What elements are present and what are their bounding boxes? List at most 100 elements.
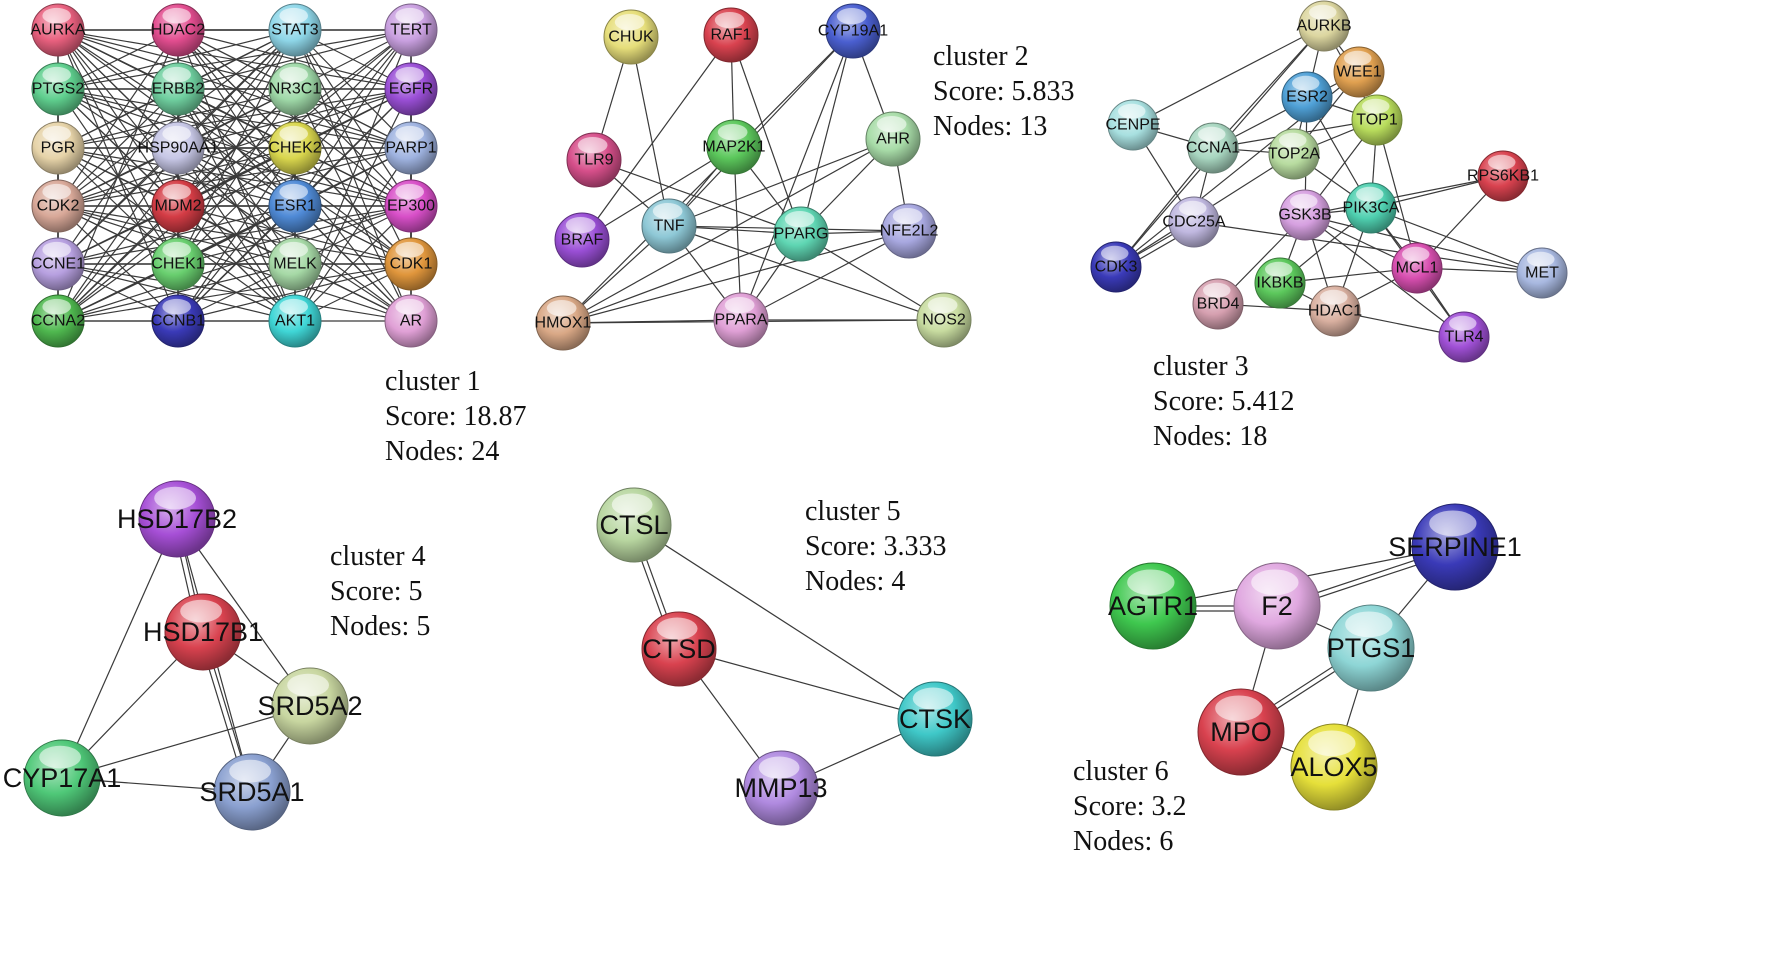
cluster-1-node-ccne1: CCNE1 [31, 237, 85, 291]
node-label: RAF1 [711, 27, 752, 44]
node-highlight [876, 116, 907, 133]
cluster-1-edge-EGFR-AKT1 [294, 88, 412, 322]
node-highlight [784, 211, 815, 228]
node-highlight [42, 298, 71, 315]
cluster-4-node-hsd17b1: HSD17B1 [143, 593, 263, 671]
cluster-1-node-aurka: AURKA [30, 3, 86, 57]
node-label: NFE2L2 [880, 223, 939, 240]
node-highlight [1279, 132, 1307, 148]
node-highlight [1356, 186, 1384, 202]
node-highlight [1179, 200, 1207, 216]
node-highlight [836, 8, 867, 25]
cluster-1-node-chek1: CHEK1 [151, 237, 205, 291]
node-highlight [162, 183, 191, 200]
cluster-1-node-mdm2: MDM2 [151, 179, 205, 233]
node-highlight [279, 125, 309, 142]
cluster-3-node-ikbkb: IKBKB [1254, 257, 1306, 309]
node-label: PGR [41, 140, 76, 157]
node-highlight [42, 183, 71, 200]
cluster-2-node-braf: BRAF [554, 212, 610, 268]
node-label: MCL1 [1396, 260, 1439, 277]
node-highlight [1527, 251, 1555, 267]
node-highlight [279, 241, 309, 258]
cluster-5-node-count: Nodes: 4 [805, 566, 905, 597]
cluster-2-node-chuk: CHUK [603, 9, 659, 65]
node-label: CHUK [608, 29, 654, 46]
node-highlight [565, 217, 596, 234]
node-label: ESR1 [274, 198, 316, 215]
cluster-5-node-ctsl: CTSL [596, 487, 672, 563]
cluster-2-edge-RAF1-PPARG [730, 34, 802, 235]
node-label: TERT [390, 22, 432, 39]
cluster-2-node-ppara: PPARA [713, 292, 769, 348]
cluster-1-edge-PARP1-CDK2 [57, 147, 412, 207]
cluster-2-node-nfe2l2: NFE2L2 [880, 203, 939, 259]
cluster-1-node-esr1: ESR1 [268, 179, 322, 233]
cluster-1-edge-STAT3-CCNA2 [57, 29, 296, 322]
cluster-1-edge-TERT-ERBB2 [177, 29, 412, 90]
cluster-5-node-ctsd: CTSD [641, 611, 717, 687]
cluster-4-node-cyp17a1: CYP17A1 [3, 739, 121, 817]
cluster-1-node-pgr: PGR [31, 121, 85, 175]
cluster-3-node-esr2: ESR2 [1281, 71, 1333, 123]
cluster-2-edge-CYP19A1-HMOX1 [562, 30, 854, 324]
cluster-1-edge-PARP1-MDM2 [177, 147, 412, 207]
node-highlight [162, 66, 191, 83]
cluster-2-edge-TNF-NOS2 [668, 225, 945, 321]
node-highlight [395, 298, 425, 315]
cluster-6-node-agtr1: AGTR1 [1108, 562, 1198, 650]
cluster-1-edge-EGFR-PGR [57, 88, 412, 149]
cluster-1-node-akt1: AKT1 [268, 294, 322, 348]
node-highlight [279, 66, 309, 83]
cluster-3-score: Score: 5.412 [1153, 386, 1295, 417]
node-highlight [1488, 154, 1516, 170]
cluster-3-edge-CCNA1-CDK3 [1115, 147, 1214, 268]
cluster-3-title: cluster 3 [1153, 351, 1249, 382]
node-highlight [395, 241, 425, 258]
cluster-1-edge-CHEK2-CDK2 [57, 147, 296, 207]
cluster-1-node-ar: AR [384, 294, 438, 348]
node-highlight [1402, 246, 1430, 262]
cluster-6-node-f2: F2 [1233, 562, 1321, 650]
cluster-2-edge-CYP19A1-TNF [668, 30, 854, 227]
cluster-1-node-count: Nodes: 24 [385, 436, 499, 467]
cluster-2-edge-CYP19A1-PPARG [800, 30, 854, 235]
cluster-1-edge-NR3C1-PGR [57, 88, 296, 149]
cluster-5-node-mmp13: MMP13 [734, 750, 828, 826]
node-highlight [42, 125, 71, 142]
node-highlight [1203, 282, 1231, 298]
cluster-4-score: Score: 5 [330, 576, 423, 607]
cluster-1-edge-CDK1-CCNA2 [57, 263, 412, 322]
node-highlight [1429, 510, 1477, 537]
node-label: MET [1525, 265, 1559, 282]
node-highlight [1308, 730, 1356, 757]
node-label: AKT1 [275, 313, 315, 330]
node-label: RPS6KB1 [1467, 168, 1539, 185]
cluster-1-edge-ERBB2-AKT1 [177, 88, 296, 322]
cluster-2-node-ahr: AHR [865, 111, 921, 167]
node-highlight [180, 599, 223, 623]
cluster-3-node-count: Nodes: 18 [1153, 421, 1267, 452]
cluster-3-node-cdc25a: CDC25A [1162, 196, 1226, 248]
node-highlight [912, 687, 954, 710]
node-label: CTSL [599, 510, 668, 540]
node-label: ERBB2 [152, 81, 205, 98]
cluster-3-node-cenpe: CENPE [1105, 99, 1161, 151]
cluster-3-legend: cluster 3 Score: 5.412 Nodes: 18 [1153, 351, 1295, 452]
node-label: NOS2 [922, 312, 966, 329]
cluster-3-node-tlr4: TLR4 [1438, 311, 1490, 363]
cluster-3-node-rps6kb1: RPS6KB1 [1467, 150, 1539, 202]
cluster-3-node-ccna1: CCNA1 [1186, 122, 1240, 174]
node-highlight [577, 137, 608, 154]
node-highlight [39, 745, 81, 769]
node-label: TLR9 [574, 152, 613, 169]
cluster-4-edge-HSD17B2-CYP17A1 [61, 518, 178, 779]
node-highlight [154, 486, 197, 510]
node-label: SRD5A2 [257, 691, 362, 721]
node-highlight [162, 298, 191, 315]
cluster-1-node-cdk2: CDK2 [31, 179, 85, 233]
cluster-3-node-met: MET [1516, 247, 1568, 299]
node-label: AURKB [1296, 18, 1351, 35]
cluster-2-node-nos2: NOS2 [916, 292, 972, 348]
